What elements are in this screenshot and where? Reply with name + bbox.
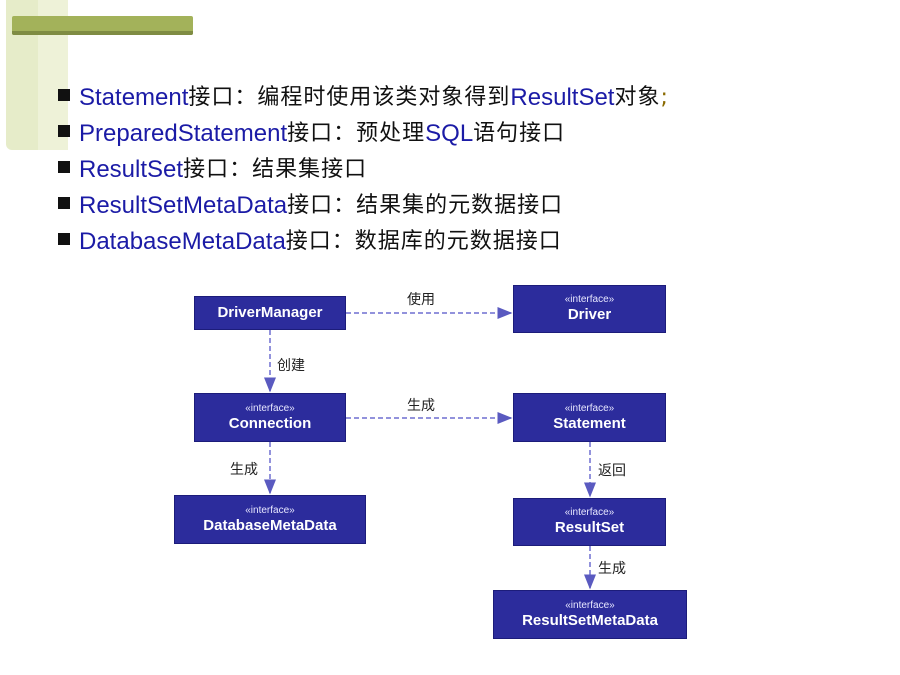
node-result-set-meta-data: «interface» ResultSetMetaData — [493, 590, 687, 639]
edge-label-generate-dbmeta: 生成 — [230, 462, 258, 478]
bullet-term: PreparedStatement — [79, 120, 288, 147]
edge-label-create: 创建 — [277, 358, 305, 374]
edge-label-use: 使用 — [407, 292, 435, 308]
bullet-result-set: ResultSet接口：结果集接口 — [58, 152, 669, 188]
node-connection: «interface» Connection — [194, 393, 346, 442]
decorative-title-bar — [12, 16, 193, 35]
bullet-description: 接口：结果集的元数据接口 — [287, 193, 564, 218]
interface-stereotype: «interface» — [565, 599, 615, 611]
bullet-square-icon — [58, 233, 70, 245]
node-result-set-label: ResultSet — [554, 519, 625, 536]
node-result-set: «interface» ResultSet — [513, 498, 666, 546]
bullet-description: 接口：数据库的元数据接口 — [285, 229, 562, 254]
interface-stereotype: «interface» — [245, 504, 295, 516]
interface-bullet-list: Statement接口：编程时使用该类对象得到ResultSet对象; Prep… — [58, 80, 669, 260]
interface-stereotype: «interface» — [564, 294, 615, 305]
node-statement: «interface» Statement — [513, 393, 666, 442]
bullet-description: 接口：预处理 — [287, 121, 426, 146]
node-database-meta-data: «interface» DatabaseMetaData — [174, 495, 366, 544]
interface-stereotype: «interface» — [245, 402, 295, 414]
bullet-description: 接口：编程时使用该类对象得到 — [188, 85, 511, 110]
bullet-square-icon — [58, 197, 70, 209]
bullet-description-tail: 语句接口 — [473, 121, 566, 146]
bullet-square-icon — [58, 89, 70, 101]
bullet-square-icon — [58, 125, 70, 137]
edge-label-generate-statement: 生成 — [407, 398, 435, 414]
bullet-term-inline: SQL — [425, 120, 474, 147]
bullet-term-inline: ResultSet — [510, 84, 615, 111]
node-driver-label: Driver — [567, 306, 612, 323]
node-driver-manager-label: DriverManager — [217, 304, 323, 321]
edge-label-generate-rsmeta: 生成 — [598, 561, 626, 577]
bullet-term: Statement — [79, 84, 189, 111]
bullet-square-icon — [58, 161, 70, 173]
node-database-meta-data-label: DatabaseMetaData — [203, 516, 337, 534]
node-driver: «interface» Driver — [513, 285, 666, 333]
bullet-statement: Statement接口：编程时使用该类对象得到ResultSet对象; — [58, 80, 669, 116]
node-result-set-meta-data-label: ResultSetMetaData — [522, 611, 658, 629]
node-driver-manager: DriverManager — [194, 296, 346, 330]
bullet-description-tail: 对象 — [614, 85, 661, 110]
bullet-term: ResultSet — [79, 156, 184, 183]
bullet-prepared-statement: PreparedStatement接口：预处理SQL语句接口 — [58, 116, 669, 152]
bullet-database-meta-data: DatabaseMetaData接口：数据库的元数据接口 — [58, 224, 669, 260]
interface-stereotype: «interface» — [564, 507, 615, 518]
bullet-term: ResultSetMetaData — [79, 192, 288, 219]
edge-label-return: 返回 — [598, 463, 626, 479]
bullet-semicolon: ; — [660, 85, 669, 110]
bullet-term: DatabaseMetaData — [79, 228, 286, 255]
node-statement-label: Statement — [553, 414, 626, 432]
bullet-result-set-meta-data: ResultSetMetaData接口：结果集的元数据接口 — [58, 188, 669, 224]
node-connection-label: Connection — [228, 414, 312, 432]
bullet-description: 接口：结果集接口 — [183, 157, 368, 182]
decorative-title-bar-shadow — [12, 31, 193, 35]
interface-stereotype: «interface» — [564, 402, 615, 414]
